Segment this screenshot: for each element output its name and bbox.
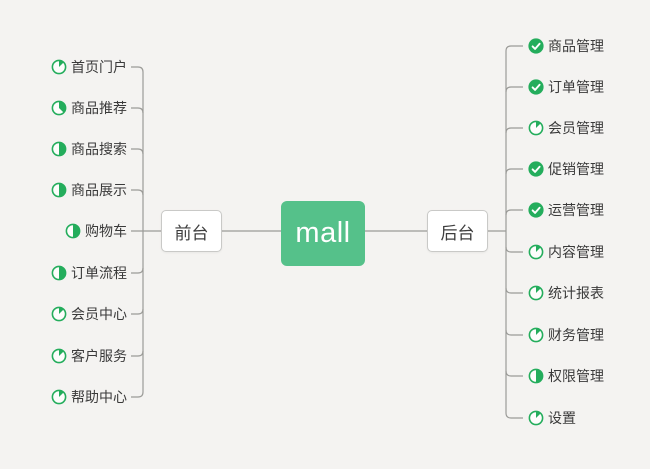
branch-node-backend[interactable]: 后台: [427, 210, 488, 252]
root-node[interactable]: mall: [281, 201, 365, 266]
topic-label: 订单流程: [71, 265, 127, 281]
task-progress-icon[interactable]: [528, 244, 544, 260]
topic-item[interactable]: 促销管理: [528, 159, 604, 179]
task-progress-icon[interactable]: [51, 59, 67, 75]
task-progress-icon[interactable]: [51, 265, 67, 281]
topic-item[interactable]: 首页门户: [51, 57, 127, 77]
topic-label: 权限管理: [548, 368, 604, 384]
task-progress-icon[interactable]: [528, 285, 544, 301]
task-done-icon[interactable]: [528, 202, 544, 218]
topic-label: 购物车: [85, 223, 127, 239]
topic-item[interactable]: 会员管理: [528, 118, 604, 138]
task-progress-icon[interactable]: [528, 327, 544, 343]
topic-label: 会员管理: [548, 120, 604, 136]
topic-label: 运营管理: [548, 202, 604, 218]
task-progress-icon[interactable]: [51, 389, 67, 405]
topic-item[interactable]: 权限管理: [528, 366, 604, 386]
topic-item[interactable]: 统计报表: [528, 283, 604, 303]
topic-label: 首页门户: [71, 59, 127, 75]
topic-label: 商品搜索: [71, 141, 127, 157]
topic-item[interactable]: 购物车: [65, 221, 127, 241]
topic-item[interactable]: 帮助中心: [51, 387, 127, 407]
task-done-icon[interactable]: [528, 161, 544, 177]
topic-item[interactable]: 会员中心: [51, 304, 127, 324]
task-progress-icon[interactable]: [51, 100, 67, 116]
topic-label: 商品管理: [548, 38, 604, 54]
topic-item[interactable]: 设置: [528, 408, 576, 428]
task-progress-icon[interactable]: [65, 223, 81, 239]
topic-item[interactable]: 订单管理: [528, 77, 604, 97]
topic-label: 会员中心: [71, 306, 127, 322]
topic-label: 客户服务: [71, 348, 127, 364]
topic-label: 商品展示: [71, 182, 127, 198]
topic-label: 内容管理: [548, 244, 604, 260]
task-progress-icon[interactable]: [51, 306, 67, 322]
topic-item[interactable]: 商品管理: [528, 36, 604, 56]
topic-item[interactable]: 订单流程: [51, 263, 127, 283]
task-done-icon[interactable]: [528, 38, 544, 54]
task-done-icon[interactable]: [528, 79, 544, 95]
branch-node-frontend[interactable]: 前台: [161, 210, 222, 252]
topic-item[interactable]: 财务管理: [528, 325, 604, 345]
task-progress-icon[interactable]: [528, 368, 544, 384]
topic-item[interactable]: 运营管理: [528, 200, 604, 220]
topic-item[interactable]: 客户服务: [51, 346, 127, 366]
topic-item[interactable]: 内容管理: [528, 242, 604, 262]
topic-label: 订单管理: [548, 79, 604, 95]
topic-label: 商品推荐: [71, 100, 127, 116]
topic-label: 设置: [548, 410, 576, 426]
topic-item[interactable]: 商品搜索: [51, 139, 127, 159]
task-progress-icon[interactable]: [51, 182, 67, 198]
topic-item[interactable]: 商品推荐: [51, 98, 127, 118]
topic-label: 财务管理: [548, 327, 604, 343]
task-progress-icon[interactable]: [528, 120, 544, 136]
topic-label: 促销管理: [548, 161, 604, 177]
topic-label: 帮助中心: [71, 389, 127, 405]
task-progress-icon[interactable]: [51, 141, 67, 157]
topic-item[interactable]: 商品展示: [51, 180, 127, 200]
topic-label: 统计报表: [548, 285, 604, 301]
task-progress-icon[interactable]: [528, 410, 544, 426]
task-progress-icon[interactable]: [51, 348, 67, 364]
